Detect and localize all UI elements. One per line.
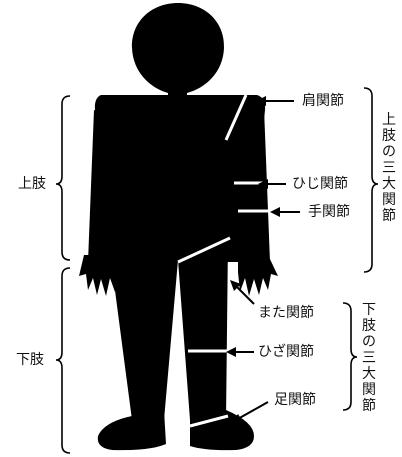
brace-upper-three	[363, 87, 379, 273]
lower-three-joints-label: 下肢の三大関節	[362, 302, 376, 414]
arrowhead-wrist	[270, 207, 280, 217]
left-foot	[97, 410, 166, 451]
ankle-joint-line	[189, 414, 229, 428]
elbow-joint-label: ひじ関節	[292, 176, 348, 192]
arrow-ankle	[235, 401, 269, 421]
left-hand	[79, 255, 118, 296]
arrowhead-shoulder	[256, 96, 266, 106]
right-leg	[178, 240, 228, 420]
right-hand	[238, 255, 278, 296]
left-arm	[88, 110, 118, 262]
pointer-arrows	[226, 96, 300, 423]
arrowhead-elbow	[258, 179, 268, 189]
left-leg	[111, 260, 178, 420]
joint-lines	[177, 94, 270, 428]
human-silhouette	[79, 3, 278, 451]
arrowhead-ankle	[231, 414, 243, 423]
torso	[94, 95, 266, 262]
brace-lower-limb-left	[55, 267, 71, 454]
hip-joint-line	[177, 236, 231, 264]
right-arm	[236, 108, 270, 262]
braces	[55, 87, 379, 454]
ankle-joint-label: 足関節	[274, 392, 316, 408]
hip-joint-label: また関節	[258, 305, 314, 321]
knee-joint-label: ひざ関節	[258, 344, 314, 360]
brace-lower-three	[342, 302, 358, 411]
lower-limb-label: 下肢	[16, 352, 44, 368]
brace-upper-limb-left	[55, 95, 71, 261]
upper-limb-label: 上肢	[18, 176, 46, 192]
head	[131, 3, 225, 97]
wrist-joint-label: 手関節	[308, 204, 350, 220]
shoulder-joint-label: 肩関節	[302, 93, 344, 109]
shoulder-joint-line	[224, 94, 248, 141]
upper-three-joints-label: 上肢の三大関節	[382, 112, 396, 224]
arrowhead-knee	[226, 347, 236, 357]
arrowhead-hip	[230, 280, 241, 291]
